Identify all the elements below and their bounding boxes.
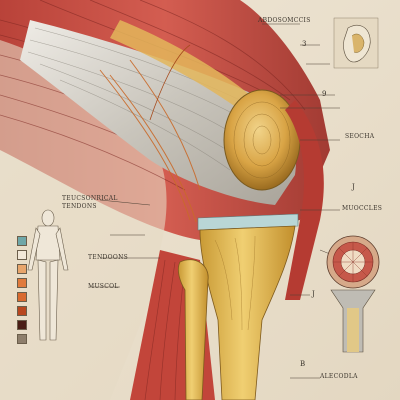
label-top-right: ABDOSOMCCIS [258,17,311,24]
meniscus [197,213,299,231]
label-left-mid: TEUCSONRICAL TENDONS [62,195,118,210]
swatch-1 [17,236,27,246]
swatch-5 [17,292,27,302]
tibia [199,225,296,400]
swatch-4 [17,278,27,288]
inset-skeleton-figure [27,209,69,341]
patella [223,89,301,191]
swatch-6 [17,306,27,316]
number-label-j2: J [312,290,316,298]
number-label-j: J [352,183,356,191]
swatch-8 [17,334,27,344]
label-muscol: MUSCOL [88,283,119,290]
inset-cross-section [326,235,380,353]
yellow-tendon-strip [110,20,250,110]
number-label-3: 3 [302,40,307,48]
fibula [177,259,209,400]
swatch-2 [17,250,27,260]
swatch-7 [17,320,27,330]
number-label-b: B [300,360,306,368]
swatch-3 [17,264,27,274]
label-right-mid: SEOCHA [345,133,375,140]
lateral-muscle-band [285,100,324,300]
label-center-left: TENDOONS [88,254,129,261]
inset-femur-top-right [333,17,379,69]
label-bottom-right: ALECODLA [320,373,358,380]
number-label-9: 9 [322,90,327,98]
label-muoccles: MUOCCLES [342,205,383,212]
